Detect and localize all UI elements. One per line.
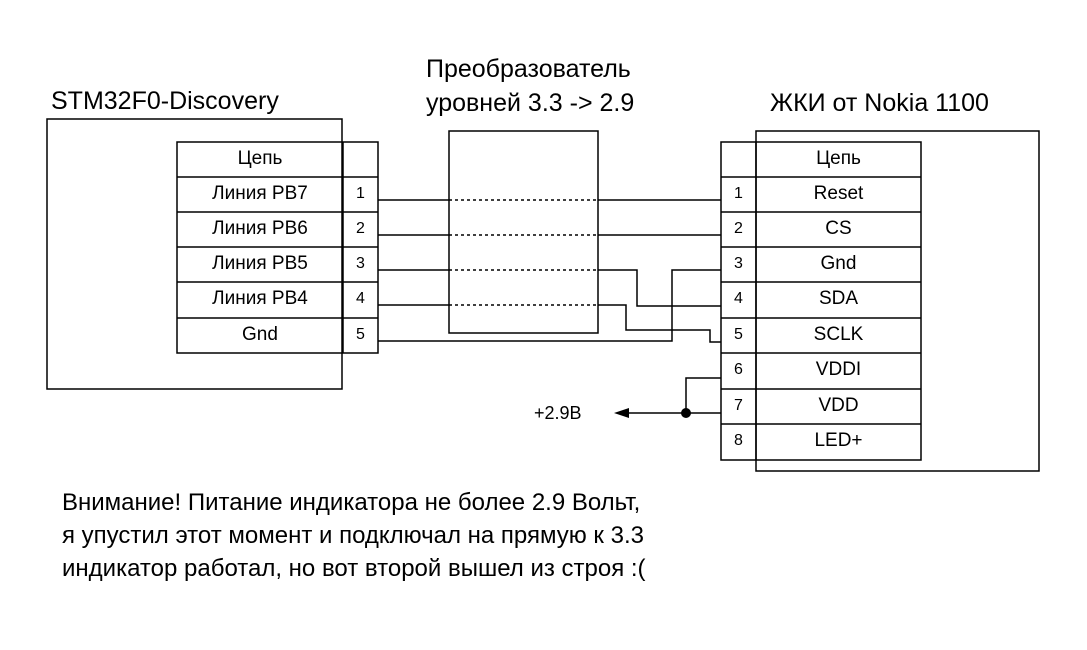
stm32-board-outline [46, 118, 343, 390]
stm32-board-title: STM32F0-Discovery [51, 87, 279, 115]
converter-title-line1: Преобразователь [426, 55, 631, 83]
lcd-title: ЖКИ от Nokia 1100 [770, 89, 989, 117]
left-pin-number: 2 [356, 220, 365, 237]
right-pin-number: 2 [734, 220, 743, 237]
right-pin-number: 6 [734, 361, 743, 378]
warning-note-line: Внимание! Питание индикатора не более 2.… [62, 489, 641, 516]
power-supply-label: +2.9В [534, 403, 582, 423]
right-signal-label: VDDI [815, 359, 862, 380]
left-table-header: Цепь [237, 148, 283, 169]
right-pin-number: 3 [734, 255, 743, 272]
left-connector-table [176, 141, 379, 354]
warning-note-line: индикатор работал, но вот второй вышел и… [62, 555, 646, 582]
left-signal-label: Линия PB5 [212, 253, 308, 274]
left-pin-number: 1 [356, 185, 365, 202]
left-signal-label: Линия PB7 [212, 183, 308, 204]
left-signal-label: Gnd [242, 324, 278, 345]
warning-note-line: я упустил этот момент и подключал на пря… [62, 522, 644, 549]
arrow-left-icon [614, 408, 629, 418]
left-pin-number: 4 [356, 290, 365, 307]
converter-title-line2: уровней 3.3 -> 2.9 [426, 89, 635, 117]
right-signal-label: Reset [813, 183, 864, 204]
right-table-header: Цепь [816, 148, 861, 169]
right-pin-number: 7 [734, 397, 743, 414]
junction-dot [681, 408, 691, 418]
right-signal-label: VDD [818, 395, 859, 416]
right-signal-label: SCLK [813, 324, 864, 345]
right-pin-number: 8 [734, 432, 743, 449]
right-pin-number: 5 [734, 326, 743, 343]
right-connector-table [720, 141, 922, 461]
left-signal-label: Линия PB4 [212, 288, 308, 309]
right-pin-number: 4 [734, 290, 743, 307]
left-pin-number: 5 [356, 326, 365, 343]
wires [378, 199, 721, 414]
left-pin-number: 3 [356, 255, 365, 272]
left-signal-label: Линия PB6 [212, 218, 308, 239]
warning-note: Внимание! Питание индикатора не более 2.… [62, 486, 646, 585]
right-signal-label: SDA [818, 288, 859, 309]
right-pin-number: 1 [734, 185, 743, 202]
right-signal-label: LED+ [814, 430, 863, 451]
right-signal-label: Gnd [820, 253, 857, 274]
level-converter-box [448, 130, 599, 334]
right-signal-label: CS [825, 218, 852, 239]
